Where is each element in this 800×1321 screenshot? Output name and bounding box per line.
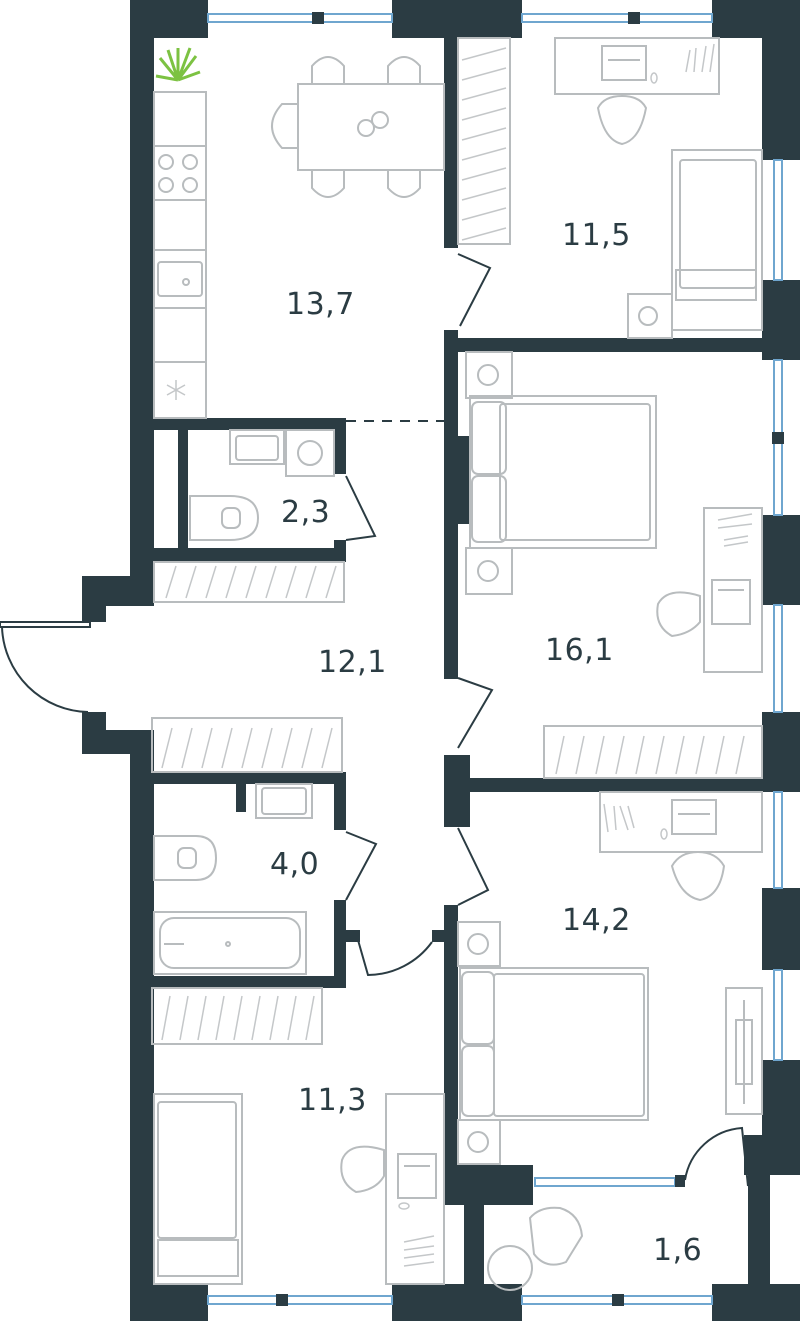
bathroom-small-furniture	[189, 429, 335, 541]
windows	[207, 12, 784, 1306]
room-area-kitchen-living: 13,7	[286, 287, 355, 322]
balcony-furniture	[487, 1206, 584, 1291]
room-area-bathroom-small: 2,3	[281, 495, 331, 530]
kitchen-furniture	[153, 47, 445, 419]
doors	[0, 253, 749, 1187]
bedroom-right-furniture	[457, 791, 763, 1165]
room-area-bedroom-right: 14,2	[562, 903, 631, 938]
room-area-bedroom-master: 16,1	[545, 633, 614, 668]
room-area-bedroom-left: 11,3	[298, 1083, 367, 1118]
bathroom-furniture	[153, 783, 313, 975]
bedroom-top-furniture	[457, 37, 763, 339]
room-area-balcony: 1,6	[653, 1233, 703, 1268]
bedroom-left-furniture	[151, 987, 445, 1285]
room-area-hall: 12,1	[318, 645, 387, 680]
room-area-bedroom-top: 11,5	[562, 218, 631, 253]
bedroom-master-furniture	[465, 351, 763, 779]
room-area-bathroom: 4,0	[270, 847, 320, 882]
plant-icon	[155, 47, 201, 82]
walls	[82, 0, 800, 1321]
hall-furniture	[151, 561, 345, 773]
